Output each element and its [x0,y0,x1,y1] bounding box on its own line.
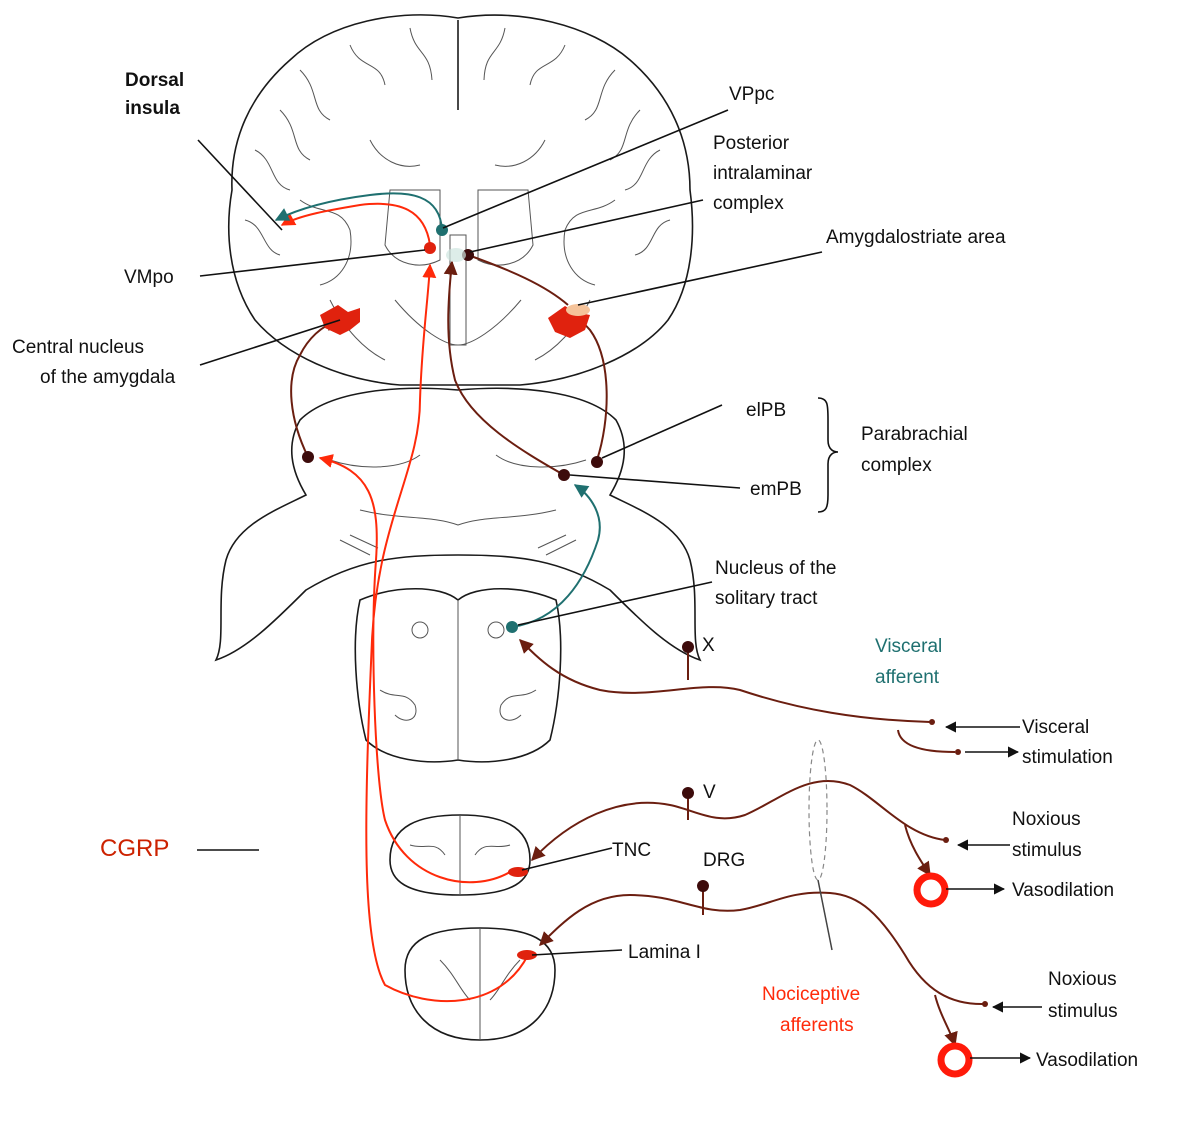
vessel-ring-2 [941,1046,969,1074]
empb-label: emPB [750,479,802,500]
nts-teal-pathway [512,485,600,627]
pb-amygdala-left-pathway [291,320,338,457]
visceral-stimulation-label-2: stimulation [1022,747,1113,768]
brain-coronal-section [229,15,693,385]
intralaminar-region [446,248,466,262]
noxious-stimulus-1-label-1: Noxious [1012,809,1081,830]
vasodilation-1-label: Vasodilation [1012,880,1114,901]
tnc-label: TNC [612,840,651,861]
x-nerve-label: X [702,635,715,656]
vppc-label: VPpc [729,84,774,105]
spinal-cord-section [405,928,555,1040]
vppc-dot [436,224,448,236]
amygdalostriate-label: Amygdalostriate area [826,227,1006,248]
visceral-efferent-branch [898,730,955,752]
drg-label: DRG [703,850,745,871]
nts-label-2: solitary tract [715,588,818,609]
vasodilation-2-label: Vasodilation [1036,1050,1138,1071]
vessel-ring-1 [917,876,945,904]
tnc-ascending-pathway [320,458,510,882]
insula-teal-pathway [276,193,442,230]
noxious-stimulus-2-label-1: Noxious [1048,969,1117,990]
nociceptive-afferents-label-1: Nociceptive [762,984,860,1005]
cgrp-label: CGRP [100,835,169,862]
medulla-section [355,589,560,762]
central-nucleus-label-2: of the amygdala [40,367,176,388]
trigeminal-ganglion-dot [682,787,694,799]
elpb-left-dot [302,451,314,463]
visceral-afferent-pathway [520,640,930,722]
central-nucleus-label-1: Central nucleus [12,337,144,358]
amygdalostriate-area [566,304,590,316]
vmpo-label: VMpo [124,267,174,288]
parabrachial-label-2: complex [861,455,932,476]
dorsal-insula-label-2: insula [125,98,180,119]
nociceptive-afferents-label-2: afferents [780,1015,854,1036]
noxious-stimulus-1-label-2: stimulus [1012,840,1082,861]
parabrachial-label-1: Parabrachial [861,424,968,445]
vmpo-dot [424,242,436,254]
lamina-i-label: Lamina I [628,942,701,963]
posterior-intralaminar-label-3: complex [713,193,784,214]
posterior-intralaminar-label-2: intralaminar [713,163,813,184]
empb-dot [558,469,570,481]
nts-dot [506,621,518,633]
pb-amygdala-right-pathway [568,318,607,460]
posterior-intralaminar-label-1: Posterior [713,133,790,154]
drg-dot [697,880,709,892]
elpb-label: elPB [746,400,786,421]
visceral-stimulation-label-1: Visceral [1022,717,1089,738]
visceral-afferent-label-2: afferent [875,667,940,688]
nerve-section-line [818,880,832,950]
nerve-section-marker [809,740,827,880]
vagus-ganglion-dot [682,641,694,653]
nts-label-1: Nucleus of the [715,558,836,579]
trigeminal-afferent-pathway [532,781,945,860]
vasodilation-branch-2 [935,995,955,1045]
noxious-stimulus-2-label-2: stimulus [1048,1001,1118,1022]
elpb-right-dot [591,456,603,468]
insula-red-pathway [282,204,430,245]
tnc-section [390,815,530,895]
visceral-afferent-label-1: Visceral [875,636,942,657]
v-nerve-label: V [703,782,716,803]
dorsal-insula-label-1: Dorsal [125,70,184,91]
